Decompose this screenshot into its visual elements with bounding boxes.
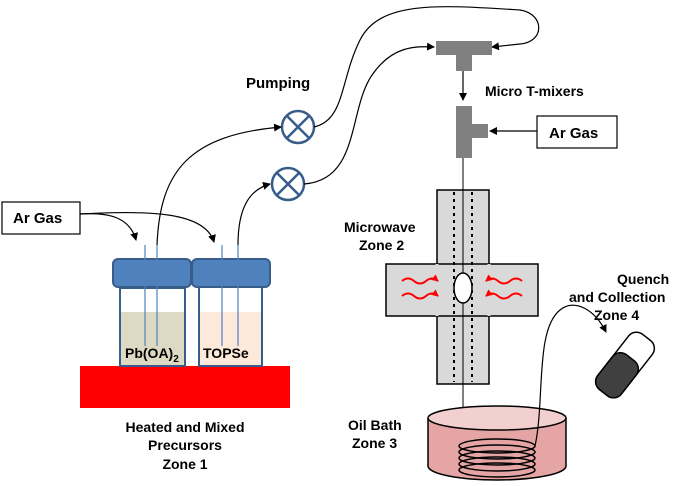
microwave-reactor — [385, 189, 539, 385]
microwave-label-2: Zone 2 — [359, 237, 404, 253]
pump-valve-icon — [270, 166, 306, 202]
ar-gas-box-left — [1, 201, 81, 235]
vial-topse — [191, 245, 271, 367]
line-topse-to-pump — [237, 181, 271, 246]
oil-bath-label-1: Oil Bath — [348, 417, 402, 433]
heater-plate — [80, 366, 290, 408]
line-pump1-to-mixer — [313, 6, 540, 128]
pump-valve-icon — [280, 109, 316, 145]
zone1-label-3: Zone 1 — [162, 456, 207, 472]
quench-label-2: and Collection — [569, 289, 665, 305]
collection-vial-icon — [594, 331, 656, 399]
quench-label-3: Zone 4 — [594, 307, 639, 323]
microwave-label-1: Microwave — [344, 219, 416, 235]
quench-label-1: Quench — [617, 271, 669, 287]
vial-pb-oa — [112, 245, 192, 367]
t-mixer-bottom — [456, 106, 488, 158]
ar-gas-line-to-topse — [79, 211, 216, 243]
zone1-label-1: Heated and Mixed — [125, 419, 244, 435]
line-pb-to-pump — [156, 123, 282, 246]
ar-gas-label-left: Ar Gas — [13, 210, 62, 227]
oil-bath-label-2: Zone 3 — [352, 435, 397, 451]
ar-gas-label-right: Ar Gas — [549, 125, 598, 142]
ar-gas-line-to-pb — [79, 213, 139, 241]
line-bath-to-collection — [534, 304, 607, 447]
oil-bath — [427, 405, 567, 481]
ar-gas-box-right — [536, 115, 618, 149]
t-mixer-top — [436, 41, 492, 71]
micro-t-mixers-label: Micro T-mixers — [485, 83, 584, 99]
pumping-label: Pumping — [246, 75, 310, 92]
vial-pb-label: Pb(OA)2 — [125, 345, 179, 365]
line-pump2-to-mixer — [303, 42, 435, 185]
microwave-arrows — [401, 274, 523, 300]
vial-topse-label: TOPSe — [203, 345, 249, 361]
zone1-label-2: Precursors — [148, 437, 222, 453]
